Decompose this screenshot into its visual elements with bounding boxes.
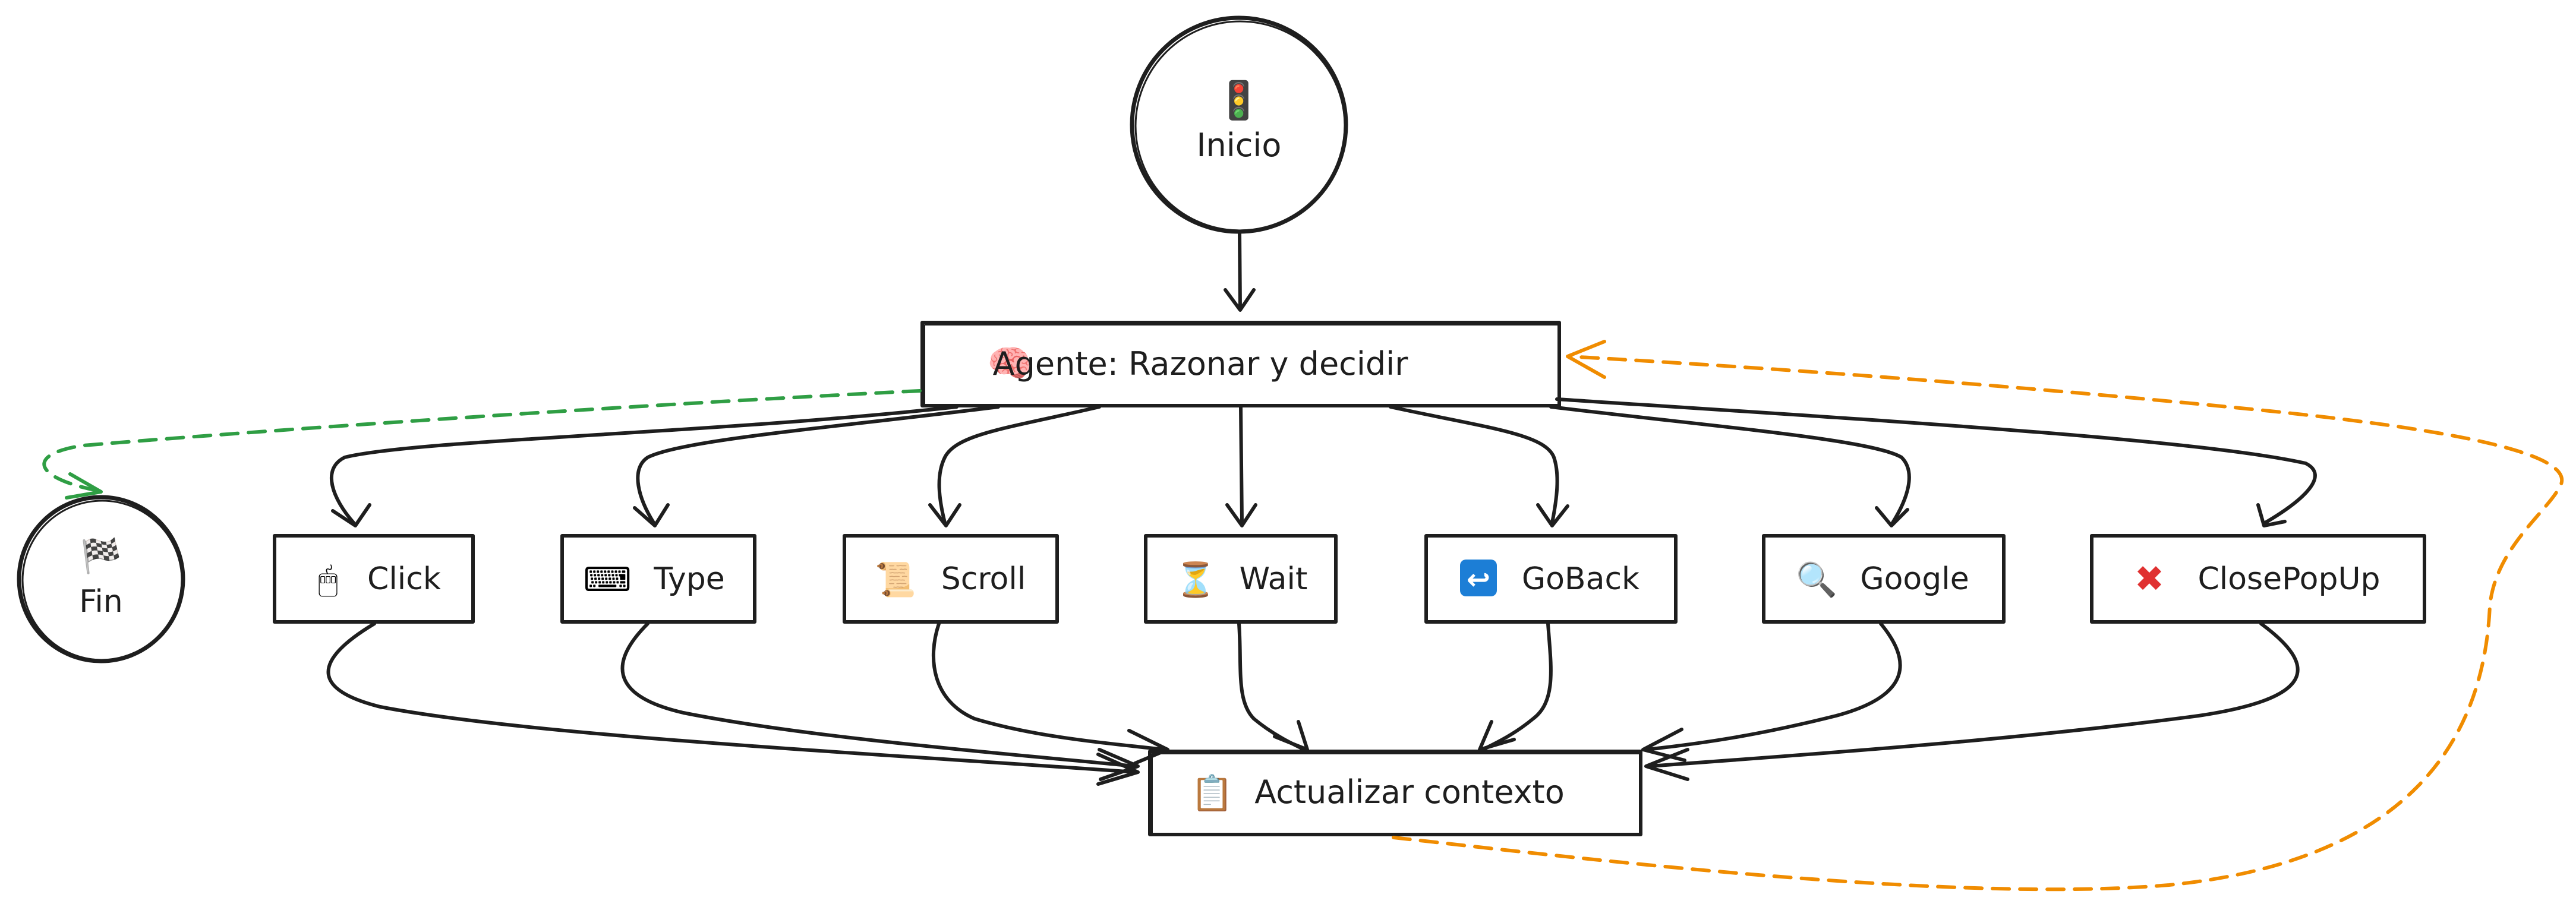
edge-agent-scroll [937, 405, 1101, 524]
edge-closepopup-update [1647, 622, 2300, 768]
connectors [42, 231, 2564, 892]
edge-wait-update [1237, 622, 1306, 751]
action-google: 🔍 Google [1762, 534, 2006, 624]
action-goback-label: GoBack [1522, 561, 1639, 597]
action-nodes: 🖱 Click ⌨ Type 📜 Scroll ⏳ Wait ↩ GoBack … [273, 534, 2426, 624]
arrowhead-update-agent-loop [1566, 340, 1606, 379]
edge-goback-update [1481, 622, 1553, 751]
edge-agent-click [329, 405, 958, 524]
hourglass-icon: ⏳ [1175, 561, 1216, 599]
edge-agent-goback [1389, 405, 1559, 524]
arrowhead-agent-goback [1536, 503, 1569, 527]
clipboard-icon: 📋 [1191, 773, 1234, 813]
return-arrow-icon-bg [1460, 560, 1497, 596]
edge-agent-wait [1239, 405, 1244, 524]
arrowhead-closepopup-update [1644, 748, 1689, 781]
update-label: Actualizar contexto [1254, 773, 1565, 811]
arrowhead-agent-wait [1225, 503, 1257, 527]
keyboard-icon: ⌨ [584, 561, 632, 599]
arrowhead-start-agent [1224, 288, 1256, 312]
magnifier-icon: 🔍 [1796, 558, 1837, 599]
action-wait: ⏳ Wait [1144, 534, 1338, 624]
arrowhead-goback-update [1478, 720, 1516, 751]
update-node: 📋 Actualizar contexto [1148, 750, 1642, 836]
action-closepopup: ✖ ClosePopUp [2090, 534, 2426, 624]
checkered-flag-icon: 🏁 [80, 537, 122, 576]
arrowhead-wait-update [1273, 720, 1309, 751]
mouse-icon: 🖱 [318, 561, 338, 599]
arrowhead-scroll-update [1127, 729, 1169, 765]
cross-mark-icon: ✖ [2134, 558, 2164, 600]
start-node: 🚦 Inicio [1130, 15, 1348, 234]
action-click: 🖱 Click [273, 534, 475, 624]
edge-google-update [1644, 622, 1902, 751]
edge-update-agent-loop [1392, 355, 2564, 892]
start-label: Inicio [1197, 127, 1282, 164]
action-click-label: Click [367, 561, 441, 597]
action-wait-label: Wait [1240, 561, 1308, 597]
edge-agent-google [1549, 405, 1911, 524]
brain-icon: 🧠 [987, 342, 1033, 385]
edge-click-update [326, 622, 1137, 774]
action-closepopup-label: ClosePopUp [2197, 561, 2380, 597]
edge-scroll-update [931, 622, 1166, 751]
arrowhead-agent-google [1875, 506, 1909, 527]
action-type-label: Type [653, 561, 724, 597]
action-scroll: 📜 Scroll [843, 534, 1059, 624]
edge-agent-closepopup [1555, 397, 2317, 524]
action-google-label: Google [1860, 561, 1969, 597]
return-arrow-icon: ↩ [1467, 563, 1490, 596]
arrowhead-agent-type [633, 503, 670, 527]
agent-label: Agente: Razonar y decidir [993, 345, 1409, 383]
end-node: 🏁 Fin [17, 495, 185, 663]
action-scroll-label: Scroll [941, 561, 1026, 597]
end-label: Fin [79, 584, 123, 620]
action-type: ⌨ Type [560, 534, 756, 624]
traffic-light-icon: 🚦 [1216, 78, 1262, 122]
arrowhead-type-update [1098, 748, 1140, 781]
edge-type-update [620, 622, 1137, 768]
arrowhead-click-update [1096, 753, 1140, 786]
agent-node: 🧠 Agente: Razonar y decidir [920, 321, 1561, 407]
arrowhead-agent-closepopup [2256, 503, 2287, 527]
edge-agent-type [636, 405, 1000, 524]
arrowhead-agent-scroll [928, 503, 961, 527]
arrowhead-agent-end [65, 472, 103, 500]
edge-agent-end [42, 389, 922, 492]
arrowhead-agent-click [331, 503, 371, 527]
action-goback: ↩ GoBack [1424, 534, 1678, 624]
scroll-icon: 📜 [875, 561, 916, 599]
